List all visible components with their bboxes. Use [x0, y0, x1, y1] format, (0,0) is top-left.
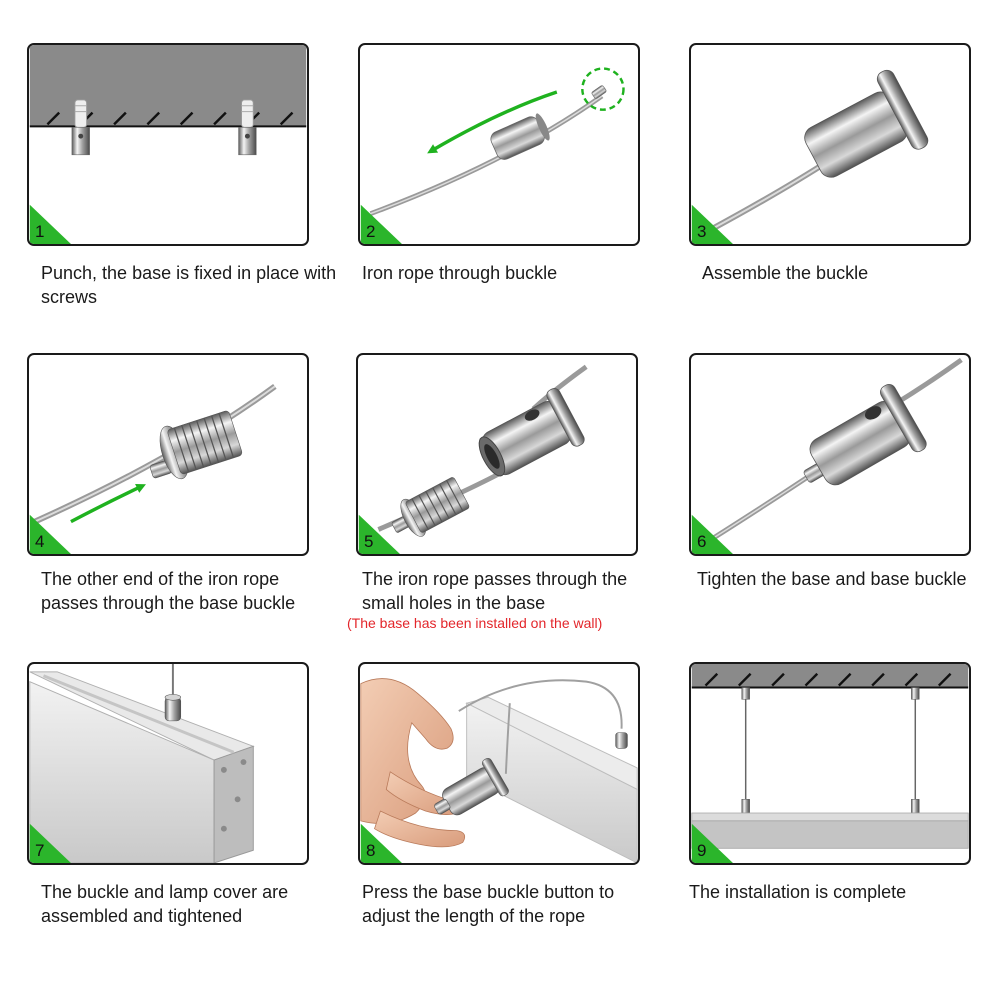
step-9-caption: The installation is complete	[689, 882, 907, 902]
step-1-caption: Punch, the base is fixed in place with s…	[41, 263, 337, 307]
step-5-illustration	[358, 364, 588, 554]
step-9-illustration	[691, 664, 969, 863]
step-8-caption: Press the base buckle button to adjust t…	[362, 882, 615, 926]
step-7-caption: The buckle and lamp cover are assembled …	[41, 882, 289, 926]
ceiling	[691, 664, 969, 688]
wall-anchor-right	[238, 99, 257, 156]
step-number: 1	[35, 222, 45, 241]
rope-loop	[458, 679, 623, 729]
lamp-buckle	[164, 694, 182, 722]
suspension-right	[911, 687, 920, 814]
step-number: 2	[366, 222, 376, 241]
step-4-illustration	[29, 383, 277, 554]
lamp-profile	[29, 671, 255, 863]
step-2-panel: 2	[358, 43, 640, 246]
step-1-panel: 1	[27, 43, 309, 246]
threaded-base-buckle	[391, 477, 470, 537]
step-number: 6	[697, 532, 707, 551]
buckle	[490, 113, 550, 160]
step-number: 3	[697, 222, 707, 241]
step-8-illustration	[360, 678, 638, 863]
step-6-illustration	[691, 357, 963, 554]
step-1-illustration	[29, 45, 307, 244]
step-number: 8	[366, 841, 376, 860]
step-3-panel: 3	[689, 43, 971, 246]
installed-lamp	[691, 812, 969, 849]
step-5-note: (The base has been installed on the wall…	[347, 615, 603, 631]
wall-anchor-left	[71, 99, 90, 156]
step-2-caption: Iron rope through buckle	[362, 263, 558, 283]
step-2-illustration	[360, 67, 625, 244]
step-5-panel: 5	[356, 353, 638, 556]
step-8-panel: 8	[358, 662, 640, 865]
steel-rope	[369, 93, 604, 216]
step-6-caption: Tighten the base and base buckle	[697, 569, 967, 589]
corner-badge	[29, 204, 71, 244]
suspension-left	[741, 687, 750, 814]
highlight-circle	[581, 67, 625, 111]
step-7-illustration	[29, 664, 255, 863]
base-buckle	[434, 757, 509, 816]
rope-end-fitting	[591, 85, 607, 99]
direction-arrow	[427, 90, 558, 154]
step-3-caption: Assemble the buckle	[702, 263, 869, 283]
tightened-buckle	[803, 384, 927, 486]
step-5-caption: The iron rope passes through the small h…	[362, 569, 628, 613]
step-6-panel: 6	[689, 353, 971, 556]
step-number: 5	[364, 532, 374, 551]
corner-badge	[691, 204, 733, 244]
step-number: 4	[35, 532, 45, 551]
step-9-panel: 9	[689, 662, 971, 865]
direction-arrow	[70, 484, 146, 524]
hand	[360, 678, 466, 848]
assembled-buckle	[804, 69, 929, 178]
step-7-panel: 7	[27, 662, 309, 865]
corner-badge	[360, 204, 402, 244]
step-number: 7	[35, 841, 45, 860]
ceiling-hatching	[704, 672, 952, 687]
ceiling	[29, 45, 307, 127]
wall-base	[478, 388, 585, 477]
threaded-base-buckle	[149, 410, 243, 480]
step-number: 9	[697, 841, 707, 860]
step-4-panel: 4	[27, 353, 309, 556]
step-3-illustration	[691, 69, 929, 244]
step-4-caption: The other end of the iron rope passes th…	[41, 569, 296, 613]
